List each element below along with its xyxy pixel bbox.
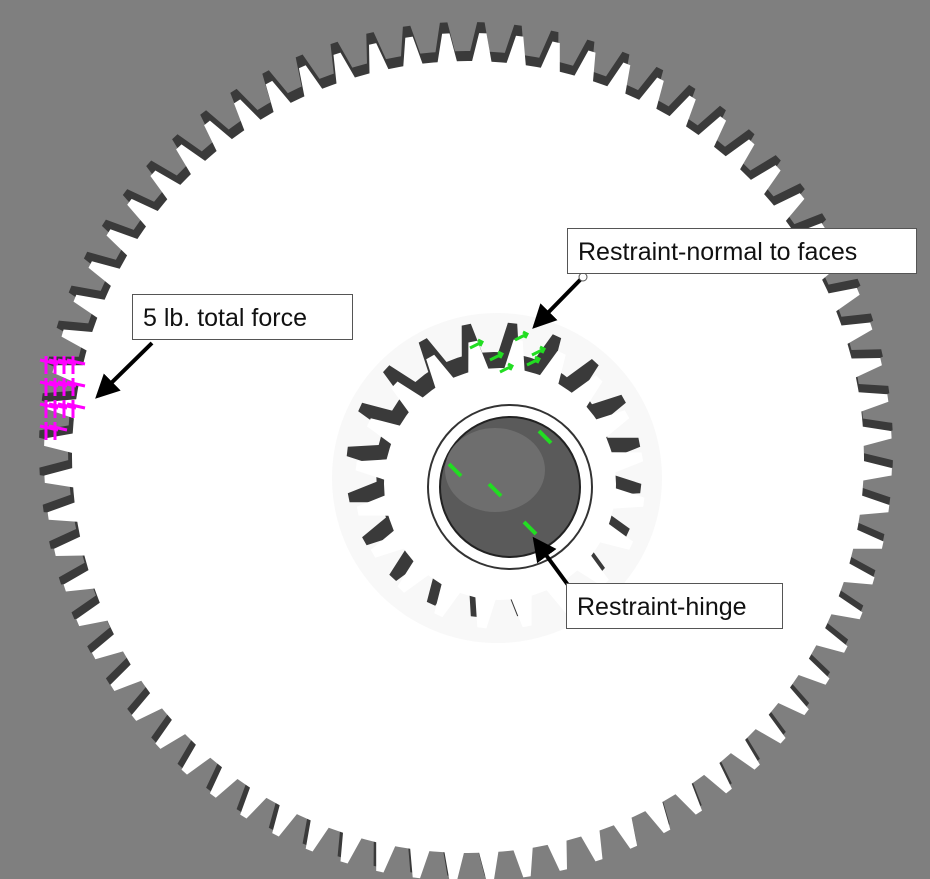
- force-label: 5 lb. total force: [132, 294, 353, 340]
- restraint-hinge-marker: [537, 429, 553, 445]
- restraint-hinge-marker: [522, 520, 538, 536]
- pinion-gear: [332, 313, 662, 643]
- restraint-normal-marker: [489, 350, 505, 362]
- callout-arrows: [95, 272, 588, 587]
- restraint-hinge-marker: [487, 482, 503, 498]
- load-restraint-markers: [39, 330, 553, 536]
- force-arrow-marker: [48, 422, 68, 440]
- force-arrow-marker: [66, 378, 86, 396]
- force-arrow-marker: [66, 356, 86, 374]
- force-arrow: [95, 341, 154, 399]
- restraint-hinge-label: Restraint-hinge: [566, 583, 783, 629]
- force-arrow-marker: [66, 400, 86, 418]
- restraint-normal-marker: [499, 362, 515, 374]
- restraint-normal-marker: [514, 330, 530, 342]
- restraint-normal-marker: [531, 345, 547, 357]
- restraint-hinge-marker: [447, 462, 463, 478]
- restraint-normal-arrow: [532, 276, 584, 329]
- restraint-hinge-arrow: [532, 536, 570, 587]
- pinion-bore-inner: [445, 428, 545, 512]
- restraint-normal-label: Restraint-normal to faces: [567, 228, 917, 274]
- restraint-normal-marker: [469, 338, 485, 350]
- restraint-normal-marker: [526, 355, 542, 367]
